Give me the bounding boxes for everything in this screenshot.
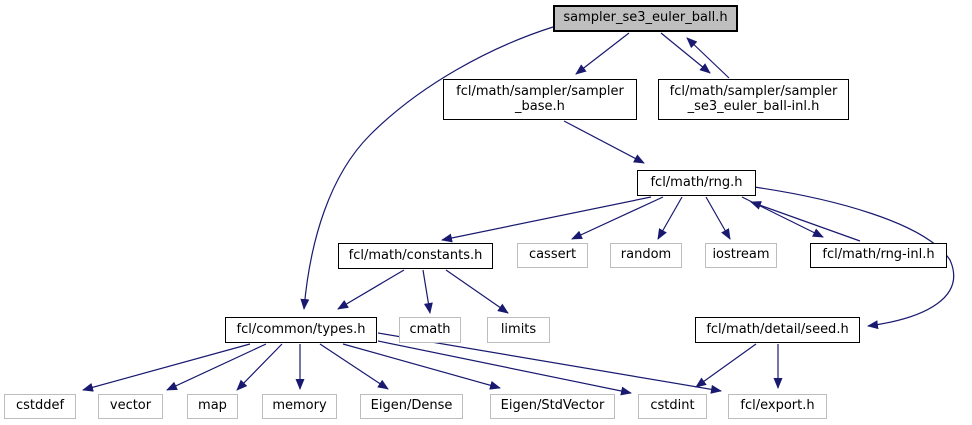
edge-top-base — [575, 32, 630, 75]
node-detail-seed-h[interactable]: fcl/math/detail/seed.h — [695, 317, 860, 343]
node-cstddef: cstddef — [4, 394, 76, 419]
edge-types-dense — [319, 343, 389, 390]
edge-seed-cstdint — [695, 343, 757, 388]
node-rng-h[interactable]: fcl/math/rng.h — [637, 170, 756, 196]
node-eigen-dense: Eigen/Dense — [360, 394, 463, 419]
node-memory: memory — [262, 394, 337, 419]
edge-base-rng — [563, 120, 645, 164]
node-vector: vector — [98, 394, 163, 419]
edge-types-cstdint — [377, 340, 632, 396]
edge-top-types — [300, 26, 554, 310]
node-limits: limits — [487, 317, 550, 343]
node-sampler-base-h[interactable]: fcl/math/sampler/sampler _base.h — [443, 79, 637, 120]
edge-rng-random — [657, 196, 683, 240]
node-rng-inl-h[interactable]: fcl/math/rng-inl.h — [810, 243, 947, 268]
node-map: map — [187, 394, 238, 419]
node-sampler-se3-euler-ball-h: sampler_se3_euler_ball.h — [553, 5, 738, 32]
node-iostream: iostream — [705, 243, 777, 268]
edge-rng-cassert — [571, 196, 664, 240]
node-constants-h[interactable]: fcl/math/constants.h — [338, 243, 493, 269]
node-sampler-se3-euler-ball-inl-h[interactable]: fcl/math/sampler/sampler _se3_euler_ball… — [658, 79, 849, 120]
edge-types-vector — [166, 343, 267, 391]
edge-rng-constants — [441, 196, 652, 243]
edge-types-map — [236, 343, 283, 391]
edge-constants-cmath — [422, 269, 433, 314]
edge-constants-types — [337, 269, 405, 310]
edge-types-cstddef — [82, 343, 251, 392]
edge-rng-seed — [753, 186, 955, 330]
node-cmath: cmath — [399, 317, 461, 343]
edge-top-inl — [660, 32, 711, 74]
edge-rnginl-rng — [750, 201, 861, 242]
edge-types-stdvector — [342, 343, 501, 390]
edge-inl-top — [686, 37, 730, 79]
edge-rng-iostream — [705, 196, 731, 240]
node-eigen-stdvector: Eigen/StdVector — [490, 394, 615, 419]
node-fcl-export-h: fcl/export.h — [728, 394, 827, 419]
node-random: random — [610, 243, 682, 268]
node-cstdint: cstdint — [638, 394, 707, 419]
node-cassert: cassert — [517, 243, 588, 268]
edge-constants-limits — [445, 269, 509, 314]
node-common-types-h[interactable]: fcl/common/types.h — [225, 317, 377, 343]
